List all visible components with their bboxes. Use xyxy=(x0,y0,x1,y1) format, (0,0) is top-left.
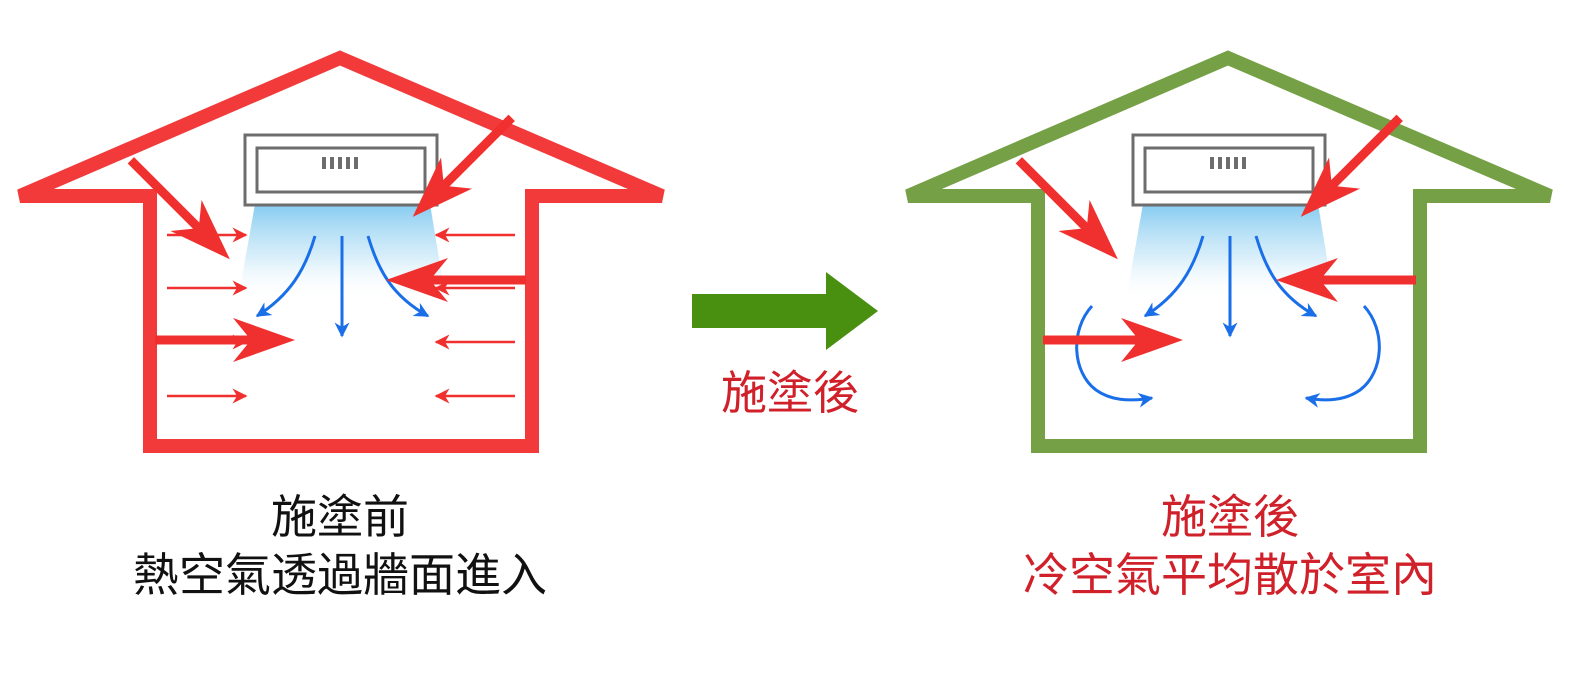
transition-label: 施塗後 xyxy=(721,366,859,420)
airflow-arrow-icon xyxy=(1075,235,1381,408)
air-conditioner-icon xyxy=(1131,133,1327,207)
air-conditioner-icon xyxy=(243,133,439,207)
house-after-outline xyxy=(905,50,1553,453)
caption-after: 施塗後 冷空氣平均散於室內 xyxy=(930,488,1530,604)
right-arrow-icon xyxy=(692,272,878,350)
airflow-arrow-icon xyxy=(255,235,430,338)
caption-before: 施塗前 熱空氣透過牆面進入 xyxy=(40,488,640,604)
caption-before-desc: 熱空氣透過牆面進入 xyxy=(133,548,547,602)
house-after xyxy=(905,50,1553,453)
house-before xyxy=(17,50,665,453)
caption-after-desc: 冷空氣平均散於室內 xyxy=(1023,548,1437,602)
caption-after-title: 施塗後 xyxy=(1161,490,1299,544)
caption-before-title: 施塗前 xyxy=(271,490,409,544)
house-before-outline xyxy=(17,50,665,453)
